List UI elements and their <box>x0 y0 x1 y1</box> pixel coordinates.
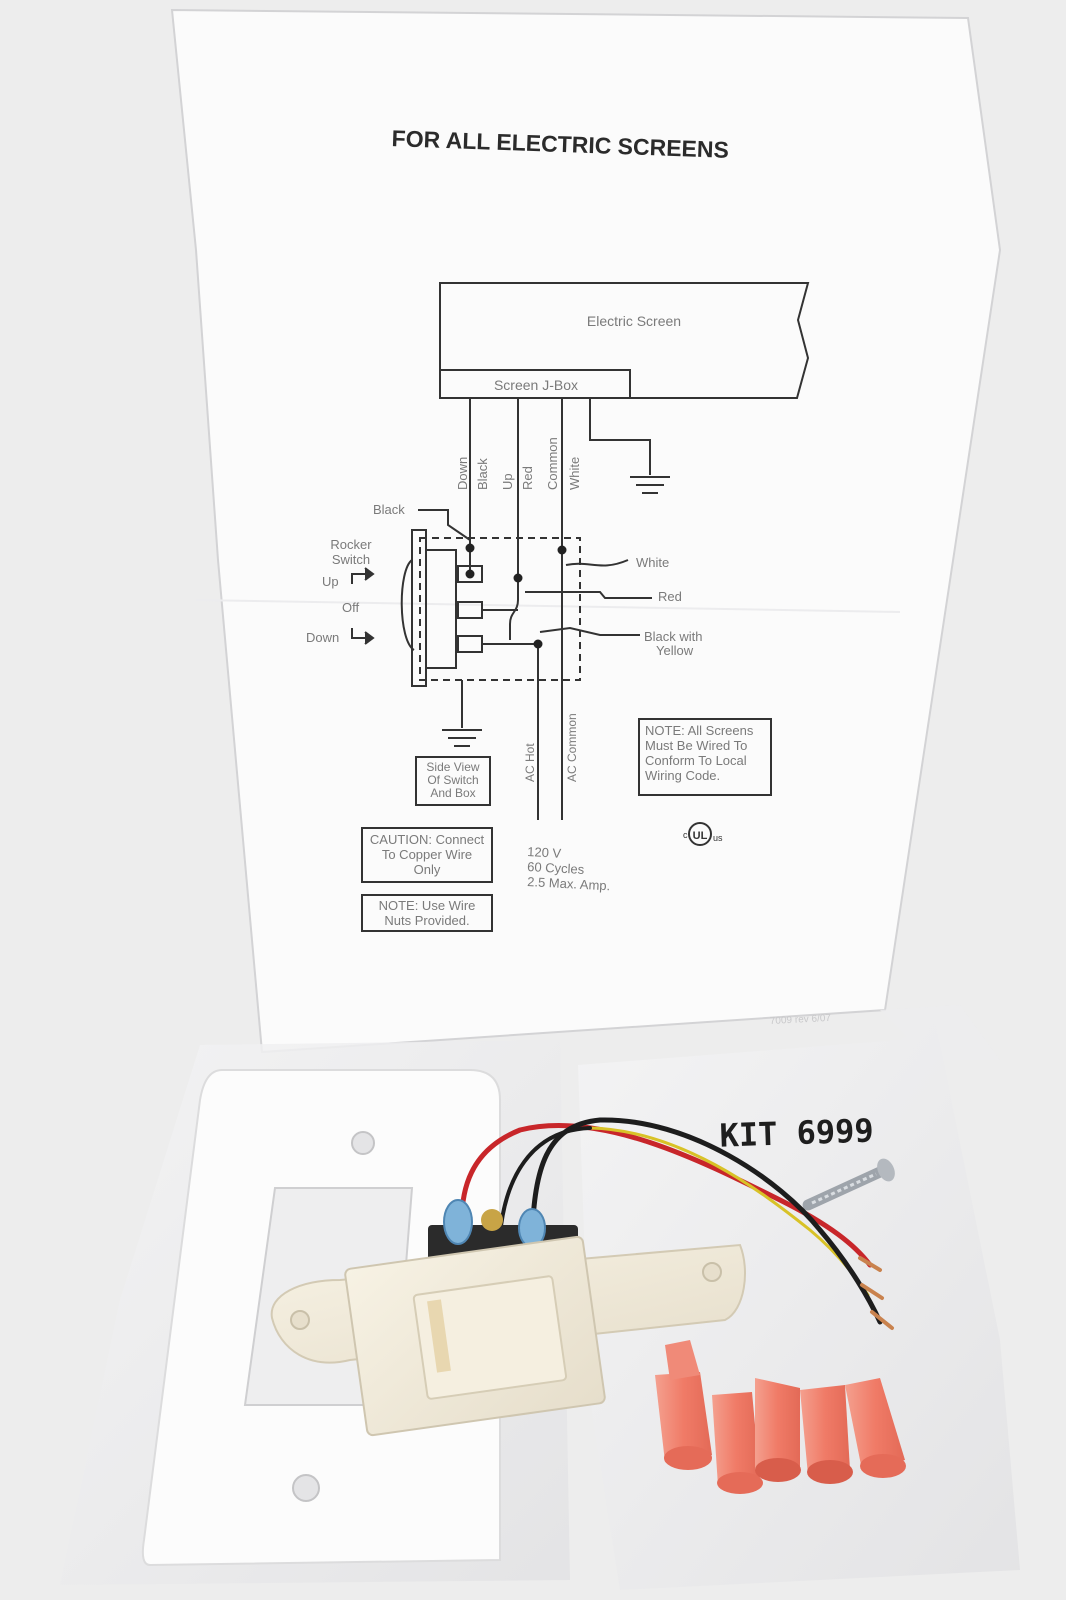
wire-nut-4 <box>800 1385 853 1484</box>
wire-label-common: Common <box>545 437 560 490</box>
wire-nut-6 <box>665 1340 700 1380</box>
switch-wires <box>459 1117 894 1330</box>
note-2: Must Be Wired To <box>645 738 747 753</box>
ul-us: us <box>713 833 723 843</box>
ul-text: UL <box>693 830 708 842</box>
caution-2: To Copper Wire <box>382 847 472 862</box>
wire-nut-3 <box>755 1378 801 1482</box>
caution-1: CAUTION: Connect <box>370 832 485 847</box>
plate-screw-hole-bottom <box>292 1474 320 1502</box>
footer-code: 7009 rev 6/07 <box>770 1013 832 1027</box>
note-1: NOTE: All Screens <box>645 723 754 738</box>
callout-white: White <box>636 555 669 570</box>
rocker-label-2: Switch <box>332 552 370 567</box>
side-view-3: And Box <box>430 786 475 800</box>
ac-hot-label: AC Hot <box>523 743 537 782</box>
wire-nuts <box>655 1340 906 1494</box>
wiring-diagram <box>351 282 810 932</box>
wire-label-red: Red <box>520 466 535 490</box>
note-box <box>638 718 772 796</box>
wire-label-black: Black <box>475 458 490 490</box>
rocker-label-1: Rocker <box>330 537 372 552</box>
wire-nut-1 <box>655 1372 712 1470</box>
callout-red: Red <box>658 589 682 604</box>
caution-box <box>361 827 493 883</box>
electric-screen-label: Electric Screen <box>587 313 681 329</box>
jbox-label: Screen J-Box <box>494 377 578 393</box>
junction-dots <box>465 543 567 649</box>
pos-up-label: Up <box>322 574 339 589</box>
note-3: Conform To Local <box>645 753 747 768</box>
note-4: Wiring Code. <box>645 768 720 783</box>
rocker-paddle <box>412 1275 568 1400</box>
wire-nut-2 <box>712 1392 763 1494</box>
rocker-divider <box>427 1299 451 1373</box>
mounting-screw <box>802 1158 895 1211</box>
caution-3: Only <box>414 862 441 877</box>
pos-down-label: Down <box>306 630 339 645</box>
side-view-box <box>415 756 491 806</box>
wirenut-2: Nuts Provided. <box>384 913 469 928</box>
wirenut-1: NOTE: Use Wire <box>379 898 476 913</box>
yoke-screw-right <box>702 1262 722 1282</box>
spec-3: 2.5 Max. Amp. <box>527 874 611 893</box>
ul-c: c <box>683 830 688 840</box>
callout-bwy-1: Black with <box>644 629 703 644</box>
ul-mark <box>688 822 712 846</box>
wire-nut-box <box>361 894 493 932</box>
wire-label-down: Down <box>455 457 470 490</box>
side-view-2: Of Switch <box>427 773 478 787</box>
wire-nut-5 <box>845 1378 906 1478</box>
kit-label: KIT 6999 <box>719 1111 874 1154</box>
spec-2: 60 Cycles <box>527 859 585 877</box>
label-black: Black <box>373 502 405 517</box>
callout-bwy-2: Yellow <box>656 643 694 658</box>
ac-common-label: AC Common <box>565 713 579 782</box>
spec-1: 120 V <box>527 844 562 861</box>
instruction-sheet: FOR ALL ELECTRIC SCREENS <box>170 8 1002 1054</box>
wire-label-up: Up <box>500 473 515 490</box>
yoke-screw-left <box>290 1310 310 1330</box>
pos-off-label: Off <box>342 600 359 615</box>
rocker-switch <box>270 1199 746 1437</box>
jbox <box>439 369 631 399</box>
side-view-1: Side View <box>426 760 479 774</box>
plate-screw-hole-top <box>351 1131 375 1155</box>
diagram-labels: Electric Screen Screen J-Box Down Black … <box>306 313 832 1027</box>
wire-label-white: White <box>567 457 582 490</box>
